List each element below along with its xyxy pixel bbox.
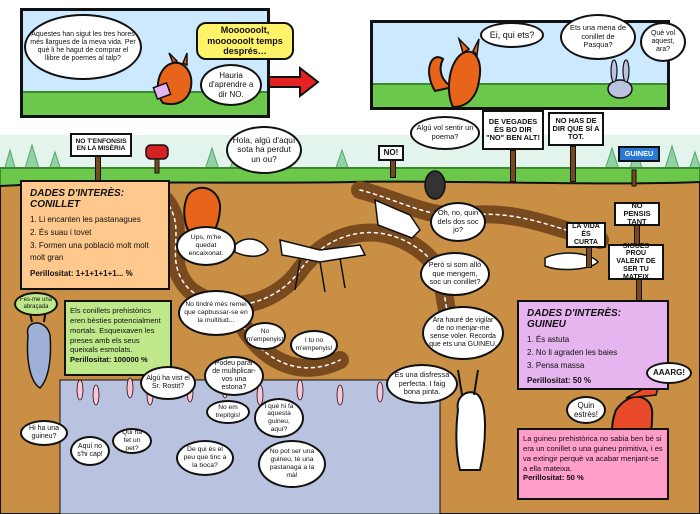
fox-facts-list: 1. És astuta 2. No li agraden les baies … bbox=[527, 334, 659, 372]
stop-multiplying-bubble: Podeu parar de multiplicar-vos una eston… bbox=[204, 356, 264, 396]
lost-egg-bubble: Hola, algú d'aquí sota ha perdut un ou? bbox=[226, 126, 302, 174]
sign-post bbox=[586, 246, 592, 268]
rabbit-head-icon bbox=[607, 59, 633, 99]
rabbit-facts-list: 1. Li encanten les pastanagues 2. És sua… bbox=[30, 214, 160, 265]
note-danger-level: Perillositat: 100000 % bbox=[70, 355, 148, 365]
list-item: 3. Pensa massa bbox=[527, 360, 585, 370]
mole-poem-bubble: Algú vol sentir un poema? bbox=[410, 116, 480, 150]
hug-bubble: Fes-me una abraçada bbox=[14, 292, 58, 316]
life-short-sign: LA VIDA ÉS CURTA bbox=[566, 222, 606, 248]
not-everything-sign: NO HAS DE DIR QUE SÍ A TOT. bbox=[548, 112, 604, 146]
list-item: 2. És suau i tovet bbox=[30, 227, 92, 237]
prehistoric-rabbit-note: Els conillets prehistòrics eren bèsties … bbox=[64, 300, 172, 376]
prehistoric-fox-note: La guineu prehistòrica no sabia ben bé s… bbox=[517, 428, 669, 500]
careful-bubble: Ara hauré de vigilar de no menjar-me sen… bbox=[422, 306, 504, 360]
fox-standing-icon bbox=[428, 36, 481, 107]
stuck-bubble: Ups, m'he quedat encaixonat. bbox=[176, 226, 236, 266]
disguise-bubble: És una disfressa perfecta. I faig bona p… bbox=[386, 364, 458, 404]
fox-reading-icon bbox=[152, 52, 193, 105]
what-now-bubble: Què vol aquest, ara? bbox=[640, 22, 686, 62]
fox-facts-title: DADES D'INTERÈS: GUINEU bbox=[527, 308, 622, 330]
who-are-you-bubble: Ei, qui ets? bbox=[480, 22, 544, 48]
note-danger-level: Perillositat: 50 % bbox=[523, 473, 584, 483]
stress-bubble: Quin estrès! bbox=[566, 396, 606, 424]
time-caption: Moooooolt, moooooolt temps després… bbox=[196, 22, 294, 60]
is-fox-bubble: Hi ha una guineu? bbox=[20, 420, 68, 446]
mr-rostit-bubble: Algú ha vist el Sr. Rostit? bbox=[140, 366, 196, 400]
easter-bunny-bubble: Ets una mena de conillet de Pasqua? bbox=[560, 14, 636, 60]
list-item: 2. No li agraden les baies bbox=[527, 347, 618, 357]
be-brave-sign: SIGUES PROU VALENT DE SER TU MATEIX bbox=[608, 243, 664, 281]
we-are-what-we-eat-bubble: Però si som allò que mengem, soc un coni… bbox=[420, 252, 490, 296]
crowd-dive-bubble: No tindré més remei que capbussar-se en … bbox=[178, 290, 254, 336]
intro-speech-bubble: Aquestes han sigut les tres hores més ll… bbox=[24, 14, 142, 80]
thought-bubble: Hauria d'aprendre a dir NO. bbox=[200, 64, 262, 106]
no-sign: NO! bbox=[378, 145, 404, 161]
rabbit-danger-level: Perillositat: 1+1+1+1+1... % bbox=[30, 269, 133, 279]
you-dont-push-bubble: I tu no m'empenyis! bbox=[290, 330, 338, 360]
list-item: 1. Li encanten les pastanagues bbox=[30, 215, 141, 224]
say-no-sign: DE VEGADES ÉS BO DIR "NO" BEN ALT! bbox=[482, 110, 544, 150]
note-text: Els conillets prehistòrics eren bèsties … bbox=[70, 306, 161, 355]
note-text: La guineu prehistòrica no sabia ben bé s… bbox=[523, 434, 663, 473]
dont-push-bubble: No m'empenyis! bbox=[244, 322, 286, 350]
no-room-bubble: Aquí no s'hi cap! bbox=[70, 436, 110, 466]
carrot-bubble: No pot ser una guineu, té una pastanaga … bbox=[258, 440, 326, 488]
guineu-mailbox: GUINEU bbox=[618, 146, 660, 162]
dont-think-sign: NO PENSIS TANT bbox=[614, 201, 660, 226]
list-item: 3. Formen una població molt molt molt gr… bbox=[30, 240, 149, 263]
rabbit-facts-title: DADES D'INTERÈS: CONILLET bbox=[30, 188, 125, 210]
who-farted-bubble: Qui ha fet un pet? bbox=[112, 428, 152, 454]
fox-danger-level: Perillositat: 50 % bbox=[527, 376, 592, 386]
rabbit-facts-box: DADES D'INTERÈS: CONILLET 1. Li encanten… bbox=[20, 180, 170, 290]
sign-post bbox=[570, 146, 576, 182]
aaarg-bubble: AAARG! bbox=[646, 362, 692, 384]
which-one-bubble: Oh, no, quin dels dos soc jo? bbox=[430, 202, 486, 242]
dont-step-bubble: No em trepitgis! bbox=[206, 400, 250, 424]
list-item: 1. És astuta bbox=[527, 335, 570, 344]
fox-facts-box: DADES D'INTERÈS: GUINEU 1. És astuta 2. … bbox=[517, 300, 669, 390]
sign-post bbox=[510, 150, 516, 182]
foot-mouth-bubble: De qui és el peu que tinc a la boca? bbox=[176, 440, 234, 476]
misery-sign: NO T'ENFONSIS EN LA MISÈRIA bbox=[70, 133, 132, 157]
fox-here-bubble: I què hi fa aquesta guineu, aquí? bbox=[254, 398, 304, 438]
